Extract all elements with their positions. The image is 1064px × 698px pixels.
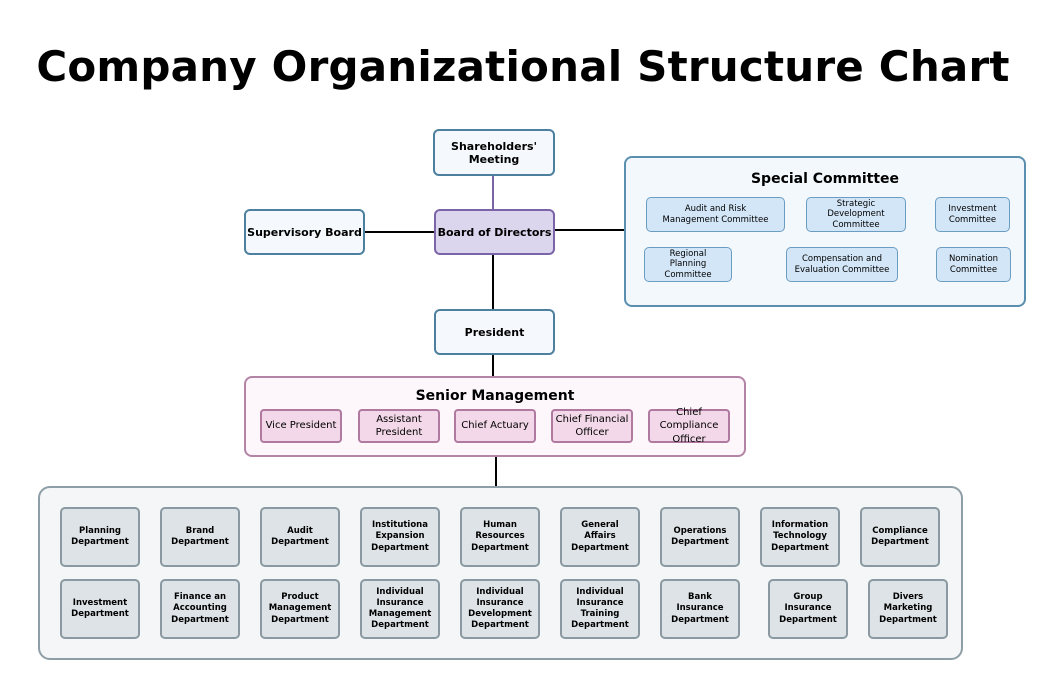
chief-actuary-box[interactable]: Chief Actuary	[454, 409, 536, 443]
supervisory-board-box[interactable]: Supervisory Board	[244, 209, 365, 255]
board-of-directors-box[interactable]: Board of Directors	[434, 209, 555, 255]
supervisory-board-label: Supervisory Board	[247, 225, 362, 239]
special-committee-title: Special Committee	[750, 171, 900, 187]
president-box[interactable]: President	[434, 309, 555, 355]
president-label: President	[464, 325, 525, 339]
board-of-directors-label: Board of Directors	[437, 225, 552, 239]
vice-president-box[interactable]: Vice President	[260, 409, 342, 443]
shareholders-meeting-box[interactable]: Shareholders' Meeting	[433, 129, 555, 176]
shareholders-meeting-label: Shareholders' Meeting	[451, 139, 537, 166]
senior-management-panel: Senior Management Vice President Assista…	[244, 376, 746, 457]
page-title: Company Organizational Structure Chart	[36, 42, 1010, 91]
senior-management-title: Senior Management	[415, 388, 575, 404]
